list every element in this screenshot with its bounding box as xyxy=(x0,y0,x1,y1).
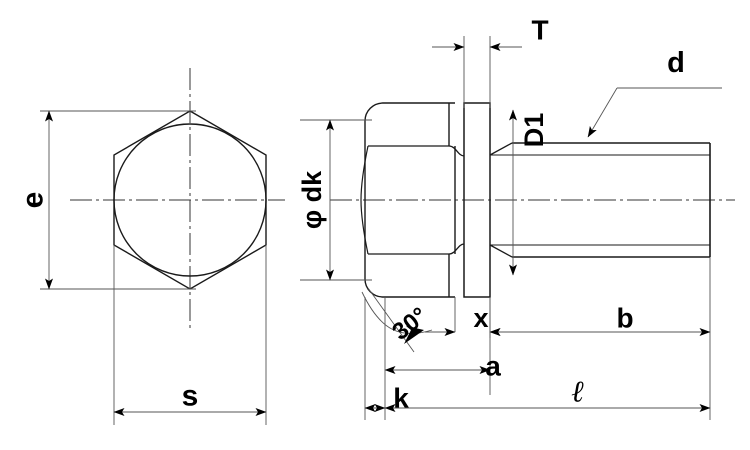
dimension-label-a: a xyxy=(485,351,501,382)
head-flank-arc-upper xyxy=(360,145,369,201)
head-flank-arc-lower xyxy=(360,199,369,255)
thread-lead-chamfer-top xyxy=(489,142,513,156)
thread-lead-chamfer-bottom xyxy=(489,244,513,258)
geometry-layer xyxy=(40,36,735,425)
dimension-label-phi-dk: φ dk xyxy=(297,170,327,229)
dimension-label-D1: D1 xyxy=(519,113,549,148)
dimension-label-b: b xyxy=(616,303,633,334)
side-view-bolt xyxy=(330,102,735,298)
label-layer: e s φ dk T D1 d 30° x b a k ℓ xyxy=(17,15,685,414)
neck-fillet-lower xyxy=(448,243,465,255)
dimension-label-l: ℓ xyxy=(572,376,585,409)
arrowhead-30deg xyxy=(404,326,424,344)
dimension-label-d: d xyxy=(667,47,685,79)
dimension-label-x: x xyxy=(473,303,488,333)
end-view-hexagon xyxy=(70,68,285,330)
leader-arc-30deg xyxy=(361,291,433,334)
neck-fillet-upper xyxy=(448,145,465,157)
dimension-label-k: k xyxy=(393,383,409,414)
dimension-label-30-degrees: 30° xyxy=(387,302,432,346)
dimension-label-s: s xyxy=(182,380,199,413)
leader-line-d-slant xyxy=(587,87,618,138)
dimension-label-T: T xyxy=(531,15,548,46)
head-outline xyxy=(364,102,455,298)
dimension-label-e: e xyxy=(17,192,50,209)
